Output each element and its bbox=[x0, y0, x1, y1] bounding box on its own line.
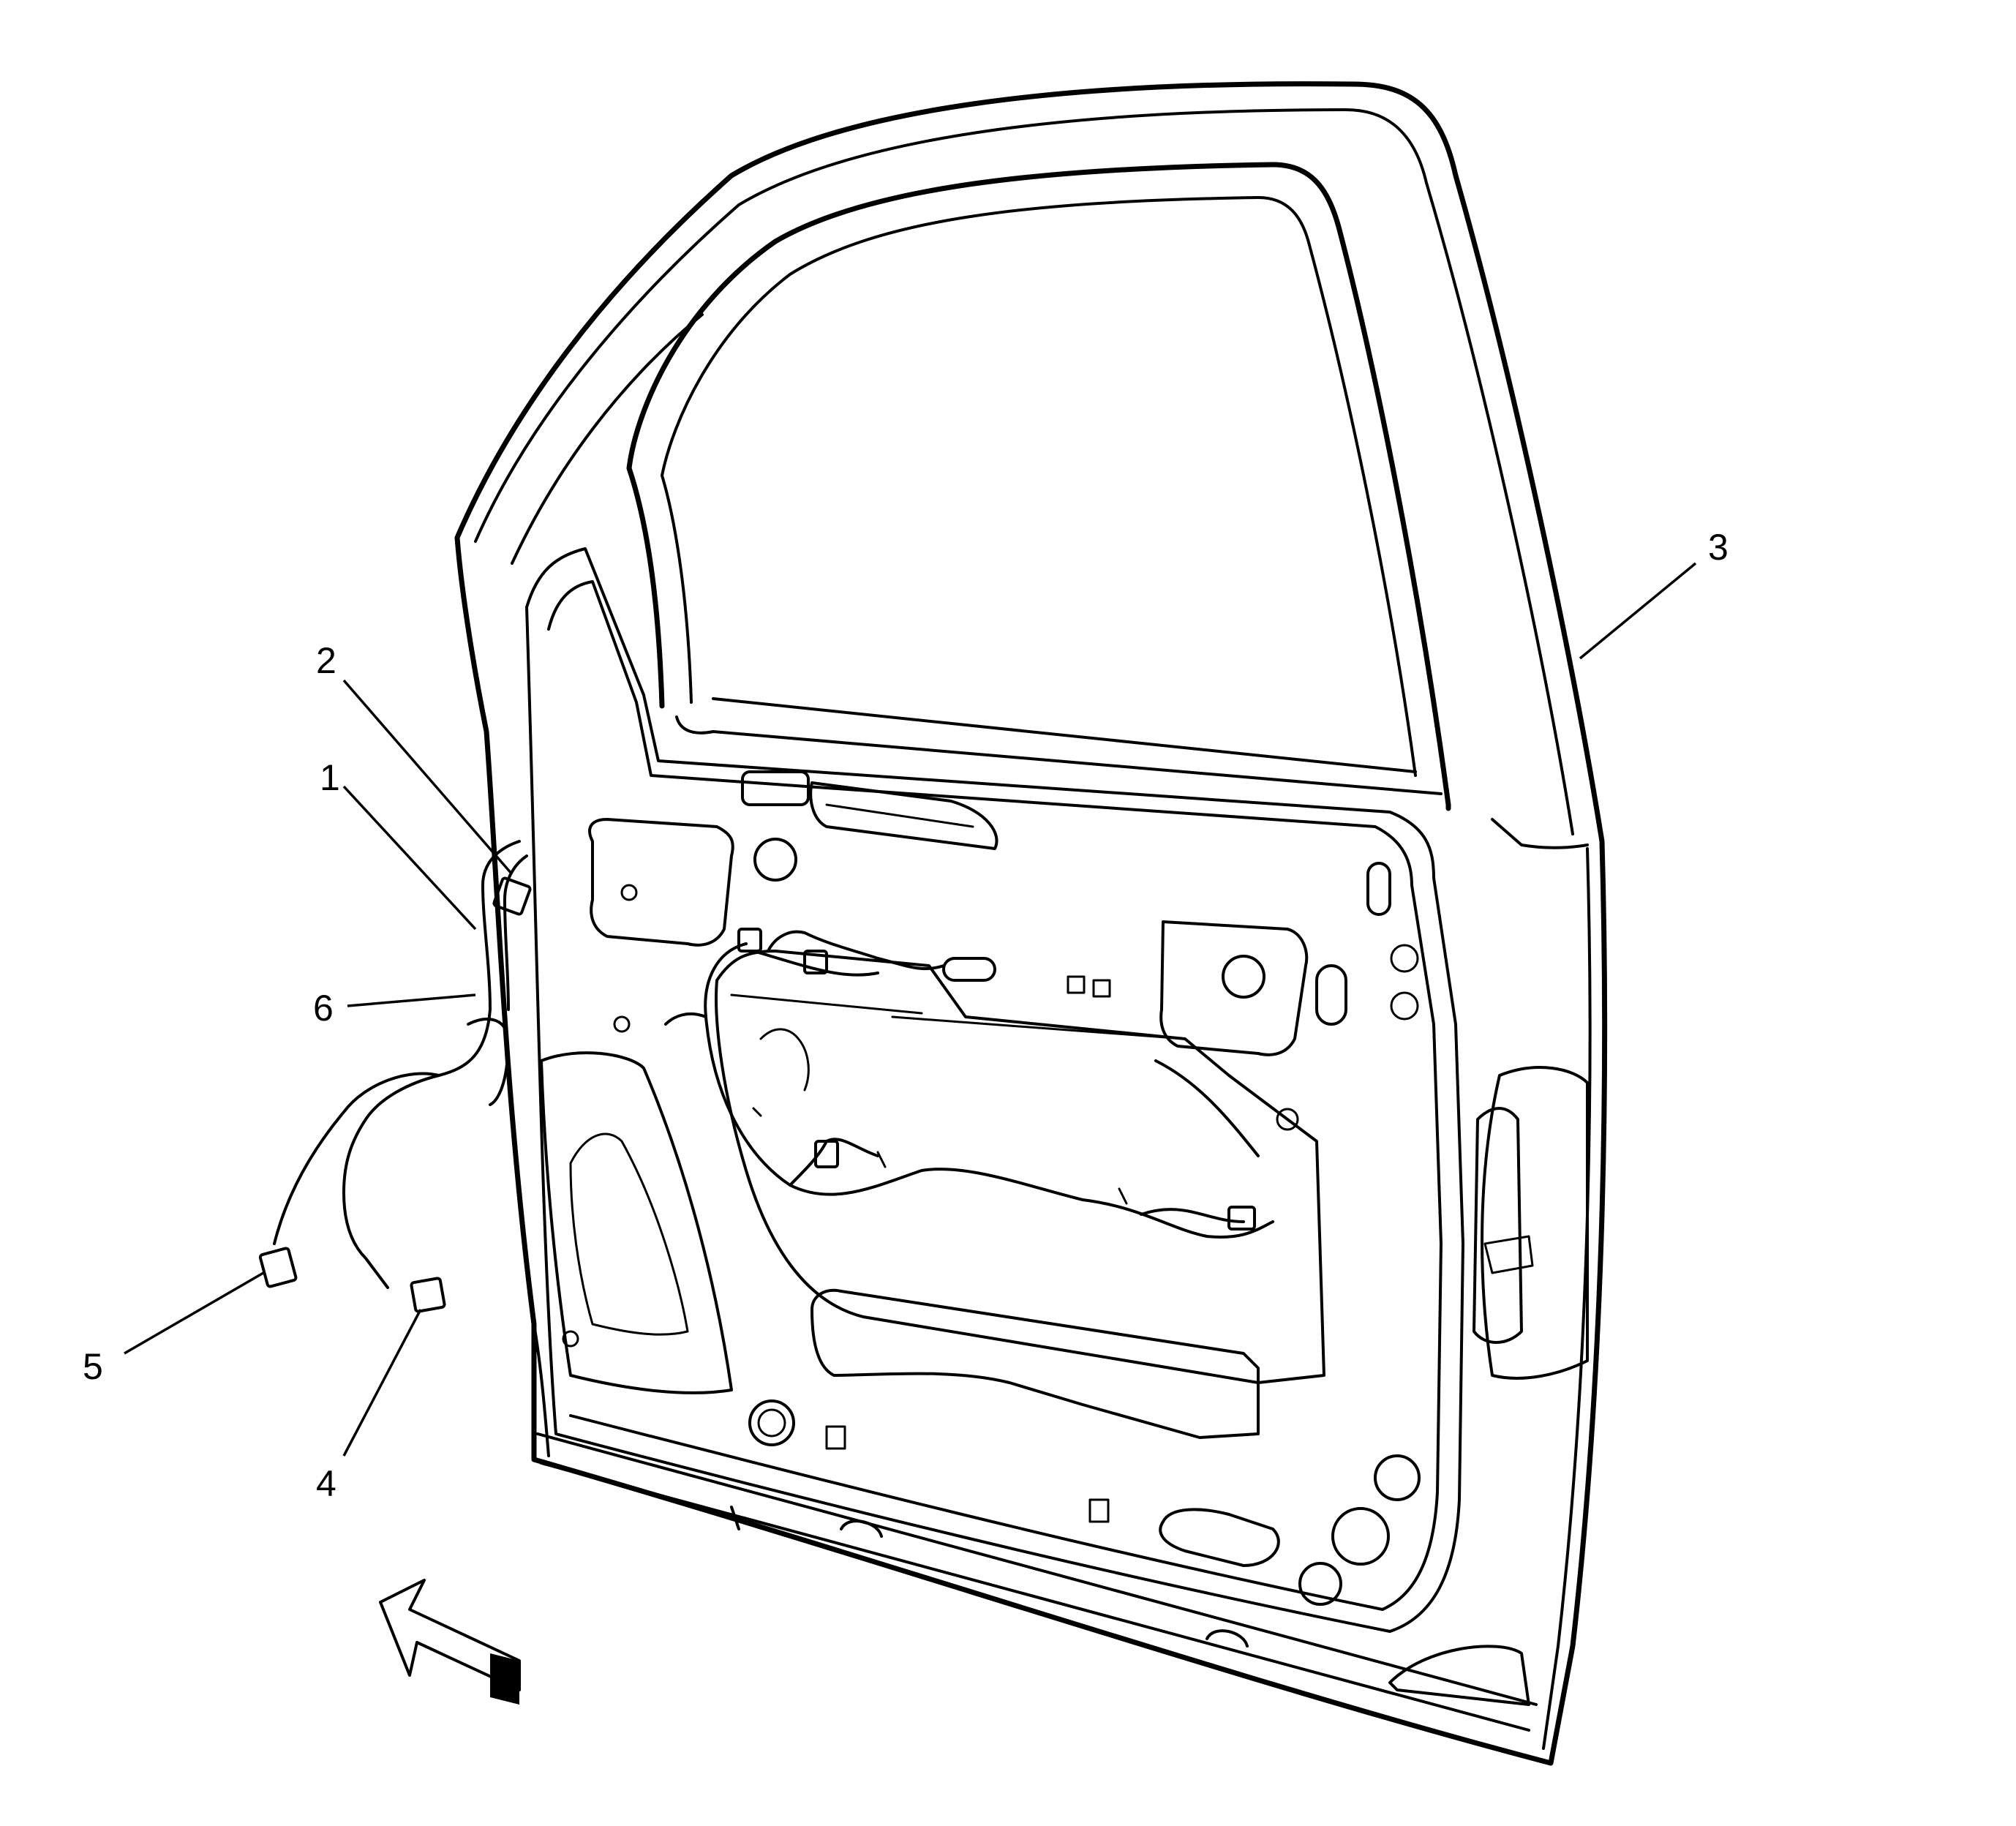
leader-1 bbox=[342, 785, 477, 931]
door-bottom-edge bbox=[536, 1432, 1538, 1732]
leader-4 bbox=[342, 1309, 422, 1457]
upper-panel-details bbox=[588, 770, 1419, 1131]
lower-panel-details bbox=[748, 1288, 1421, 1606]
inner-panel bbox=[525, 547, 1464, 1633]
callout-1: 1 bbox=[320, 757, 340, 798]
external-harness bbox=[258, 840, 532, 1313]
door-wiring-harness bbox=[664, 928, 1274, 1239]
callout-5: 5 bbox=[83, 1346, 103, 1387]
leader-3 bbox=[1579, 562, 1697, 660]
window-opening bbox=[626, 162, 1451, 811]
callout-labels: 1 2 3 4 5 6 bbox=[83, 527, 1729, 1504]
callout-3: 3 bbox=[1708, 527, 1729, 568]
leader-2 bbox=[342, 679, 514, 876]
leader-5 bbox=[124, 1271, 264, 1355]
leader-6 bbox=[347, 993, 476, 1007]
door-outer-panel bbox=[454, 81, 1608, 1766]
hinge-pillar bbox=[1472, 1066, 1589, 1380]
callout-2: 2 bbox=[316, 640, 336, 681]
speaker-pocket bbox=[540, 884, 733, 1394]
service-opening bbox=[715, 950, 1325, 1384]
callout-4: 4 bbox=[316, 1463, 336, 1504]
callout-6: 6 bbox=[313, 988, 334, 1029]
arrow-icon bbox=[379, 1579, 521, 1705]
leader-lines bbox=[124, 562, 1697, 1457]
